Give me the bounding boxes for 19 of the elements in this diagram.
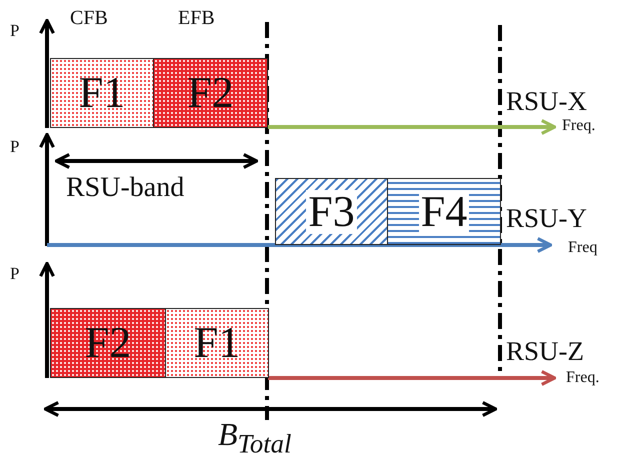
frequency-block: F1 [165,308,269,378]
band-label: CFB [70,8,108,28]
rsu-label: RSU-Y [506,205,588,232]
dimension-label: RSU-band [66,174,184,202]
axis-label: P [10,138,20,155]
band-label: EFB [178,8,215,28]
axis-label: Freq [568,240,598,256]
frequency-block: F2 [50,308,166,378]
frequency-block: F4 [387,178,501,245]
rsu-label: RSU-X [506,88,588,115]
rsu-label: RSU-Z [506,338,584,365]
axis-label: Freq. [566,370,600,386]
frequency-block: F2 [153,58,268,128]
dimension-label: B$_{Total}$ [218,418,292,454]
axis-label: P [10,265,20,282]
frequency-block: F1 [50,58,154,128]
frequency-block: F3 [275,178,388,245]
axis-label: P [10,22,20,39]
axis-label: Freq. [562,118,596,134]
